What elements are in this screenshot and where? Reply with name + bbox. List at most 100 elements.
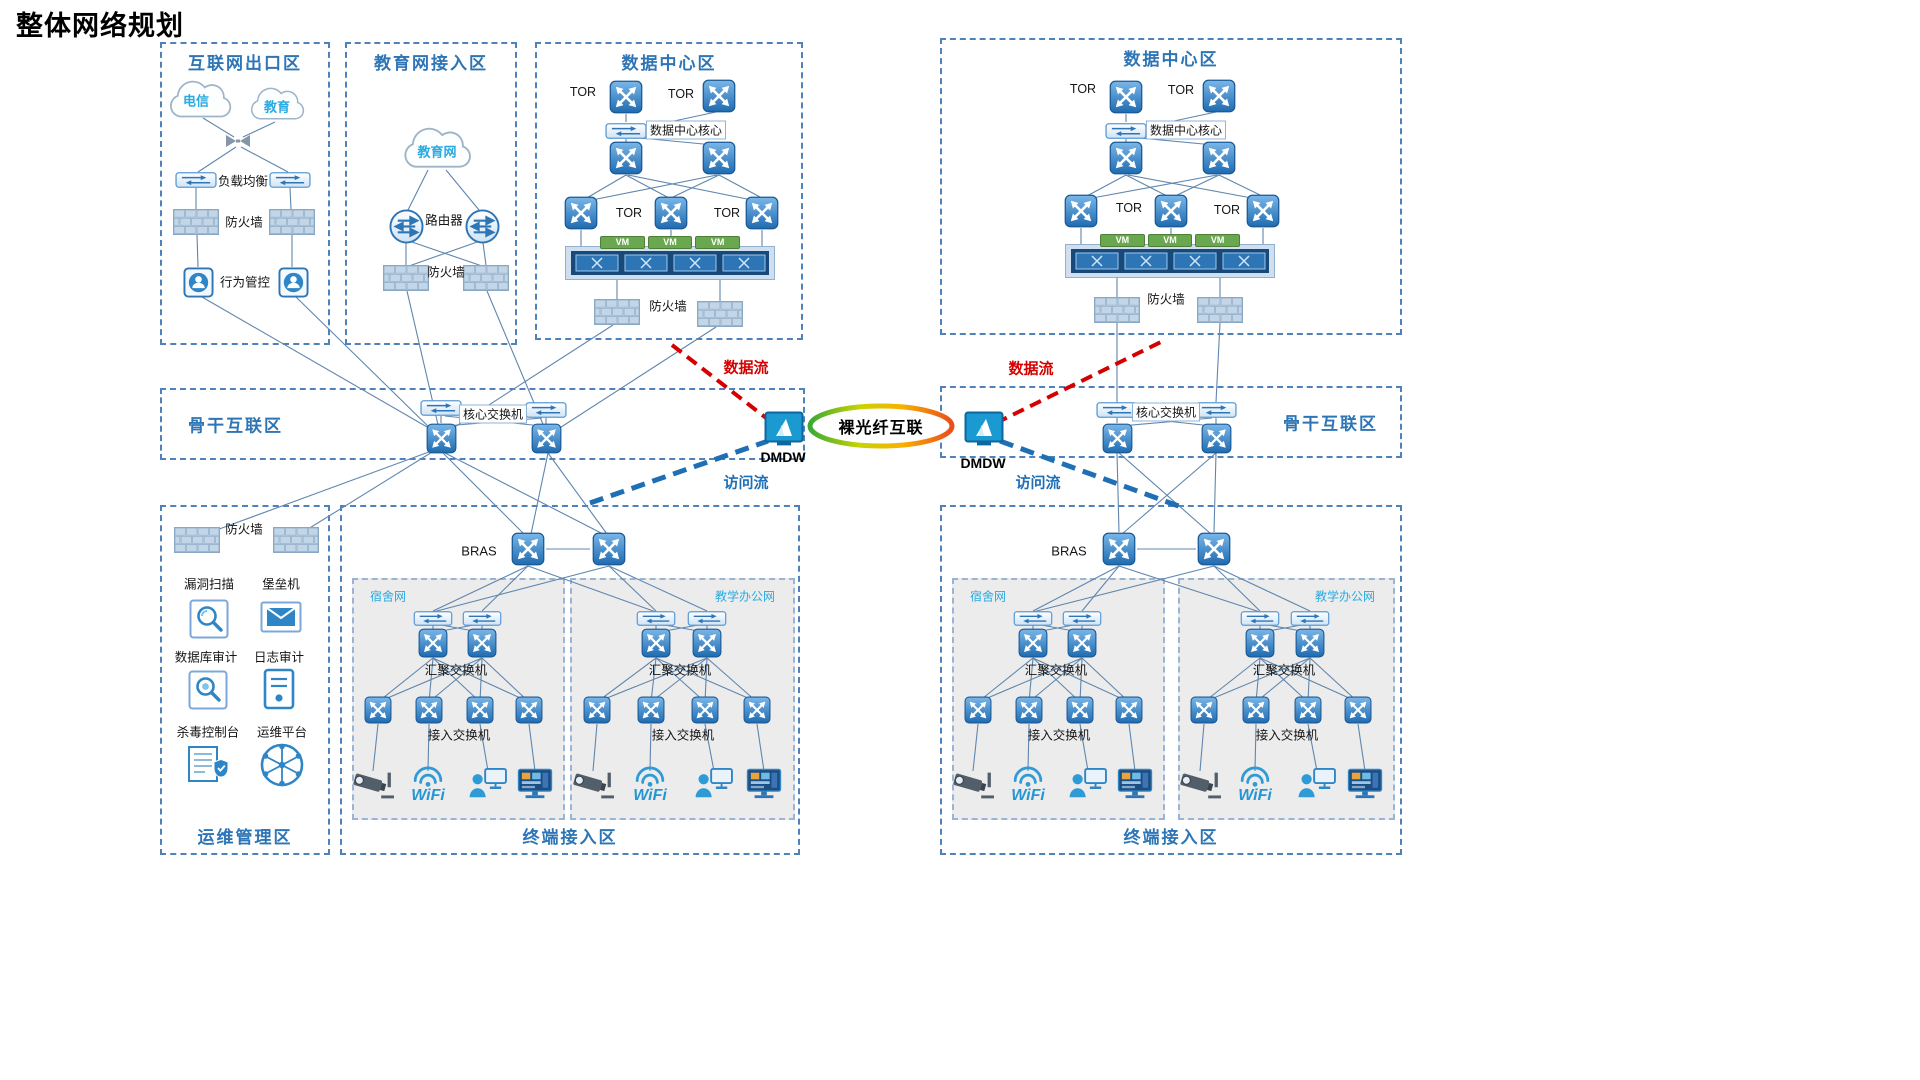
dc-core-label: 数据中心核心: [1145, 120, 1227, 140]
firewall-icon: [594, 299, 640, 325]
vuln-scan-icon: [189, 599, 229, 639]
core-switch-label: 核心交换机: [458, 404, 528, 424]
edu-net-label: 教育网: [417, 144, 457, 160]
bras-switch-icon: [1196, 532, 1232, 566]
agg-switch-top-icon: [462, 610, 502, 626]
wifi-icon: [409, 766, 447, 788]
agg-switch-icon: [467, 628, 497, 658]
agg-switch-label: 汇聚交换机: [648, 663, 712, 678]
zone-title-edu-access: 教育网接入区: [374, 54, 488, 73]
behavior-mgmt-icon: [277, 266, 309, 298]
connector-icon: [225, 133, 251, 149]
firewall-icon: [1197, 297, 1243, 323]
tor-label: TOR: [1069, 82, 1097, 96]
access-switch-icon: [691, 696, 719, 724]
bras-switch-icon: [591, 532, 627, 566]
access-switch-label: 接入交换机: [1027, 728, 1091, 743]
camera-icon: [951, 769, 995, 800]
core-switch-top-icon: [524, 402, 568, 418]
page-title: 整体网络规划: [16, 11, 184, 41]
dc-switch-icon: [1202, 141, 1236, 175]
access-switch-icon: [1115, 696, 1143, 724]
tor-label: TOR: [713, 206, 741, 220]
firewall-label: 防火墙: [225, 215, 263, 230]
access-switch-icon: [637, 696, 665, 724]
antivirus-label: 杀毒控制台: [176, 725, 240, 740]
zone-ops-mgmt: 运维管理区: [160, 505, 330, 855]
user-pc-icon: [1297, 767, 1337, 801]
firewall-label: 防火墙: [1147, 292, 1185, 307]
tor-label: TOR: [1167, 83, 1195, 97]
access-switch-icon: [1190, 696, 1218, 724]
agg-switch-icon: [1245, 628, 1275, 658]
firewall-icon: [273, 527, 319, 553]
log-audit-label: 日志审计: [253, 650, 305, 665]
agg-switch-top-icon: [1290, 610, 1330, 626]
agg-switch-top-icon: [1240, 610, 1280, 626]
zone-title-terminal-right: 终端接入区: [1123, 828, 1219, 847]
db-audit-label: 数据库审计: [174, 650, 238, 665]
tor-label: TOR: [667, 87, 695, 101]
fiber-link-label: 裸光纤互联: [838, 420, 924, 437]
agg-switch-icon: [692, 628, 722, 658]
antivirus-icon: [187, 745, 229, 783]
camera-icon: [351, 769, 395, 800]
core-switch-top-icon: [419, 400, 463, 416]
bras-switch-icon: [510, 532, 546, 566]
tor-label: TOR: [1115, 201, 1143, 215]
wifi-label: WiFi: [1011, 787, 1045, 804]
agg-switch-top-icon: [1062, 610, 1102, 626]
zone-datacenter-left: 数据中心区: [535, 42, 803, 340]
office-network-box-label: 教学办公网: [714, 589, 776, 604]
access-switch-icon: [1242, 696, 1270, 724]
agg-switch-top-icon: [1013, 610, 1053, 626]
tor-switch-icon: [1202, 79, 1236, 113]
firewall-icon: [383, 265, 429, 291]
agg-switch-top-icon: [687, 610, 727, 626]
agg-switch-label: 汇聚交换机: [424, 663, 488, 678]
zone-internet-exit: 互联网出口区: [160, 42, 330, 345]
bras-switch-icon: [1101, 532, 1137, 566]
dmdw-label: DMDW: [760, 449, 806, 465]
education-label: 教育: [263, 99, 291, 115]
load-balancer-icon: [175, 172, 217, 188]
agg-switch-label: 汇聚交换机: [1252, 663, 1316, 678]
firewall-label: 防火墙: [649, 299, 687, 314]
tor-switch-icon: [609, 80, 643, 114]
user-pc-icon: [694, 767, 734, 801]
access-flow-line-right: [999, 438, 1185, 511]
agg-switch-top-icon: [636, 610, 676, 626]
core-switch-icon: [1200, 422, 1232, 454]
access-switch-icon: [743, 696, 771, 724]
server-rack-icon: [565, 246, 775, 280]
tor-switch-icon: [1154, 194, 1188, 228]
tor-switch-icon: [1109, 80, 1143, 114]
core-switch-icon: [425, 422, 457, 454]
firewall-icon: [173, 209, 219, 235]
display-board-icon: [1347, 768, 1383, 800]
router-icon: [388, 208, 424, 244]
access-switch-icon: [1344, 696, 1372, 724]
display-board-icon: [1117, 768, 1153, 800]
load-balancer-icon: [269, 172, 311, 188]
access-switch-label: 接入交换机: [1255, 728, 1319, 743]
wifi-icon: [631, 766, 669, 788]
tor-label: TOR: [1213, 203, 1241, 217]
telecom-label: 电信: [182, 93, 210, 109]
zone-datacenter-right: 数据中心区: [940, 38, 1402, 335]
zone-title-internet-exit: 互联网出口区: [188, 54, 302, 73]
firewall-icon: [697, 301, 743, 327]
bras-label: BRAS: [1051, 543, 1087, 559]
access-switch-icon: [1015, 696, 1043, 724]
bastion-label: 堡垒机: [262, 577, 300, 592]
tor-switch-icon: [745, 196, 779, 230]
zone-title-backbone-right: 骨干互联区: [1283, 414, 1378, 434]
load-balance-label: 负载均衡: [217, 174, 269, 189]
router-icon: [464, 208, 500, 244]
tor-switch-icon: [1246, 194, 1280, 228]
behavior-mgmt-icon: [182, 266, 214, 298]
vm-label: VM: [1100, 234, 1145, 247]
